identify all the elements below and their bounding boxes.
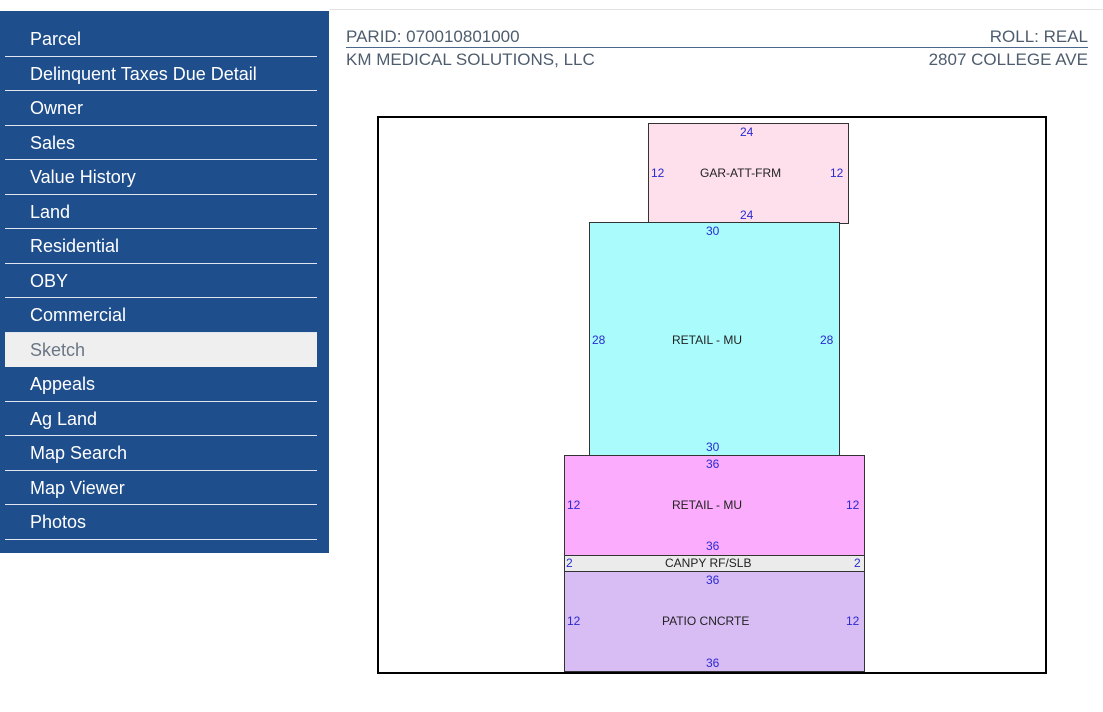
dim-label: 2 [566,556,573,570]
sidebar-item-ag-land[interactable]: Ag Land [5,402,317,436]
dim-label: 12 [846,614,860,628]
dim-label: 12 [846,498,860,512]
parcel-header-row: PARID: 070010801000 ROLL: REAL [346,27,1088,48]
sidebar: Parcel Delinquent Taxes Due Detail Owner… [0,11,329,553]
sidebar-item-appeals[interactable]: Appeals [5,367,317,402]
sidebar-item-commercial[interactable]: Commercial [5,298,317,333]
dim-label: 36 [706,457,720,471]
sidebar-item-delinquent-taxes[interactable]: Delinquent Taxes Due Detail [5,57,317,91]
sidebar-item-map-search[interactable]: Map Search [5,436,317,471]
sidebar-item-sales[interactable]: Sales [5,126,317,160]
sidebar-item-map-viewer[interactable]: Map Viewer [5,471,317,505]
owner-name: KM MEDICAL SOLUTIONS, LLC [346,50,595,69]
dim-label: 36 [706,656,720,670]
area-label: CANPY RF/SLB [665,556,752,570]
top-divider [330,9,1103,10]
sidebar-item-land[interactable]: Land [5,195,317,229]
roll-type: ROLL: REAL [989,27,1088,46]
sketch-area-retail-upper [589,222,840,457]
area-label: RETAIL - MU [672,498,743,512]
sketch-canvas: 24 12 GAR-ATT-FRM 12 24 30 28 RETAIL - M… [377,116,1047,674]
parcel-id: PARID: 070010801000 [346,27,520,46]
area-label: RETAIL - MU [672,333,743,347]
area-label: GAR-ATT-FRM [700,166,782,180]
sidebar-item-residential[interactable]: Residential [5,229,317,264]
dim-label: 12 [567,498,581,512]
dim-label: 30 [706,224,720,238]
sketch-area-patio [564,571,865,672]
sidebar-item-parcel[interactable]: Parcel [5,22,317,57]
property-address: 2807 COLLEGE AVE [928,50,1088,69]
dim-label: 24 [740,125,754,139]
owner-header-row: KM MEDICAL SOLUTIONS, LLC 2807 COLLEGE A… [346,50,1088,70]
dim-label: 36 [706,573,720,587]
dim-label: 12 [830,166,844,180]
sidebar-item-photos[interactable]: Photos [5,505,317,540]
sidebar-menu: Parcel Delinquent Taxes Due Detail Owner… [0,11,329,540]
dim-label: 28 [820,333,834,347]
sidebar-item-sketch[interactable]: Sketch [5,332,317,367]
dim-label: 24 [740,208,754,222]
dim-label: 12 [651,166,665,180]
dim-label: 2 [854,556,861,570]
dim-label: 36 [706,539,720,553]
sidebar-item-owner[interactable]: Owner [5,91,317,126]
area-label: PATIO CNCRTE [662,614,750,628]
sidebar-item-value-history[interactable]: Value History [5,160,317,195]
dim-label: 12 [567,614,581,628]
dim-label: 28 [592,333,606,347]
sketch-area-garage [648,123,849,224]
dim-label: 30 [706,440,720,454]
sidebar-item-oby[interactable]: OBY [5,264,317,298]
